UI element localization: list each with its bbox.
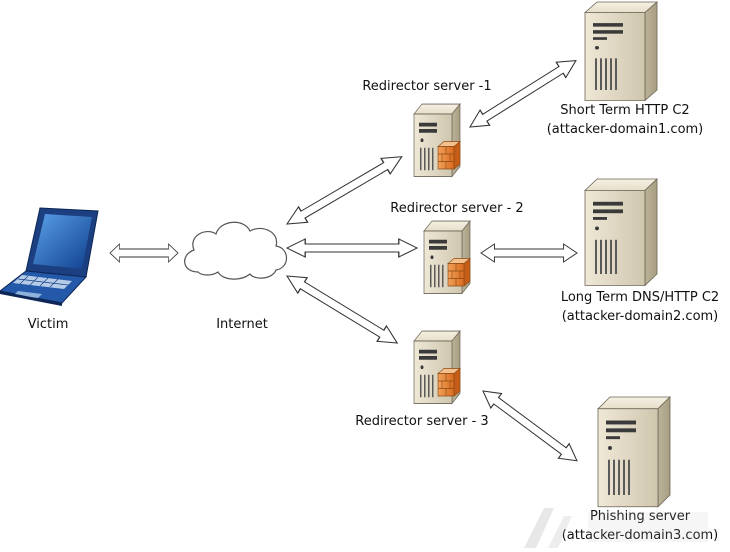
phishing-server-name: Phishing server <box>545 507 730 526</box>
arrow-internet-redirector2 <box>286 238 418 258</box>
internet-label: Internet <box>216 317 268 332</box>
phishing-server-domain: (attacker-domain3.com) <box>545 526 730 545</box>
c2-long-term-name: Long Term DNS/HTTP C2 <box>560 290 720 305</box>
redirector-server-3-icon <box>413 330 461 405</box>
c2-long-term-server-icon <box>584 178 658 286</box>
arrow-internet-redirector3 <box>281 267 403 352</box>
arrow-redirector2-c2-long <box>480 243 578 263</box>
redirector-server-2-icon <box>423 220 471 295</box>
redirector-server-1-label: Redirector server -1 <box>362 79 492 94</box>
phishing-server-icon <box>597 396 671 508</box>
phishing-server-label: Phishing server (attacker-domain3.com) <box>545 507 730 545</box>
cloud-icon <box>184 221 288 280</box>
laptop-icon <box>0 207 99 306</box>
c2-short-term-name: Short Term HTTP C2 <box>560 103 690 118</box>
arrow-internet-redirector1 <box>281 148 407 233</box>
c2-short-term-server-icon <box>584 1 658 102</box>
c2-long-term-domain: (attacker-domain2.com) <box>561 309 719 324</box>
redirector-server-3-label: Redirector server - 3 <box>355 414 489 429</box>
watermark-logo <box>524 508 708 548</box>
c2-long-term-label: Long Term DNS/HTTP C2 (attacker-domain2.… <box>545 288 730 326</box>
c2-short-term-label: Short Term HTTP C2 (attacker-domain1.com… <box>530 101 720 139</box>
redirector-server-2-label: Redirector server - 2 <box>390 201 524 216</box>
c2-short-term-domain: (attacker-domain1.com) <box>546 122 704 137</box>
arrow-victim-internet <box>109 243 179 263</box>
redirector-server-1-icon <box>413 103 461 178</box>
victim-label: Victim <box>27 317 69 332</box>
